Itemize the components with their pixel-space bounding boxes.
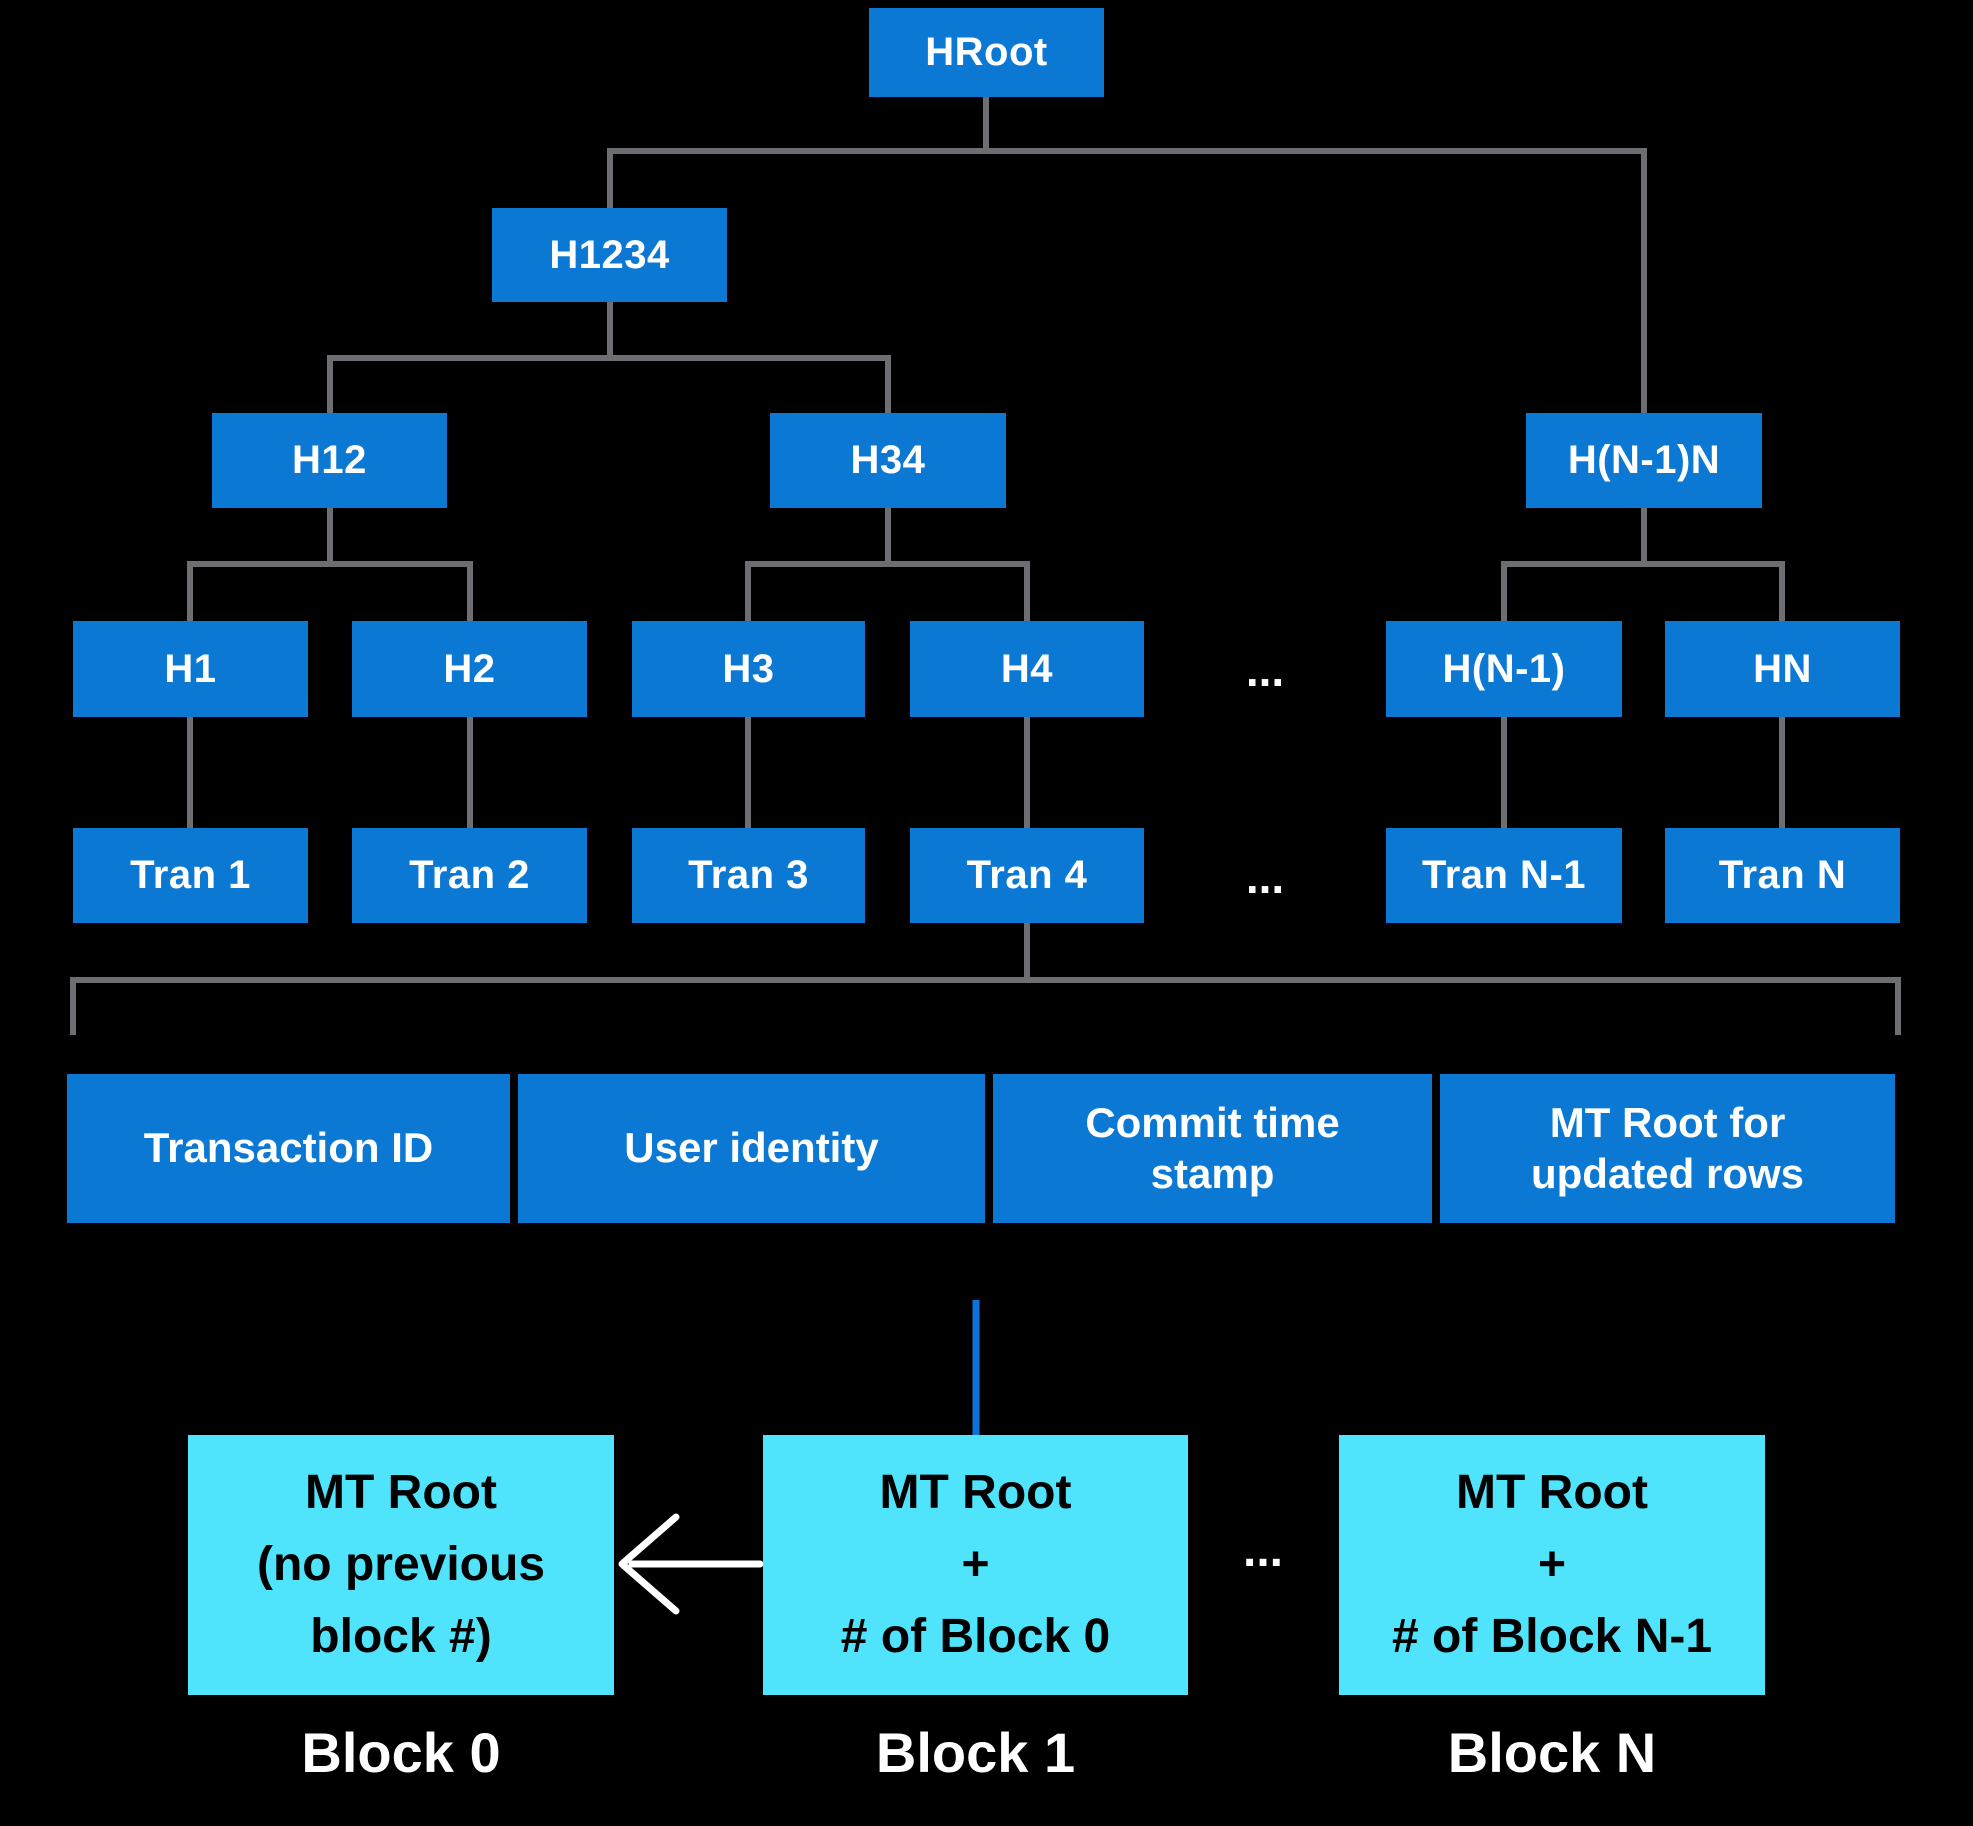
block-1-line: MT Root [879,1466,1072,1519]
block-1-line: # of Block 0 [840,1610,1111,1663]
connector-hash-to-tran [187,717,1785,828]
connector-h1234-children [327,302,891,413]
detail-cell-line: updated rows [1530,1149,1805,1197]
node-tran3: Tran 3 [632,828,865,923]
detail-cell-line: User identity [624,1124,879,1172]
node-h4: H4 [910,621,1144,717]
node-tran4: Tran 4 [910,828,1144,923]
connector-h12-children [187,508,473,621]
connector-h34-children [745,508,1030,621]
block-n-caption: Block N [1447,1721,1657,1784]
detail-cell-line: Transaction ID [143,1124,434,1172]
detail-cell-mt-root-updated-rows: MT Root for updated rows [1440,1074,1895,1223]
block-n-line: MT Root [1456,1466,1648,1519]
hash-row-ellipsis: ... [1245,644,1285,696]
node-trann1: Tran N-1 [1386,828,1622,923]
block-1-caption: Block 1 [875,1721,1076,1784]
node-hn: HN [1665,621,1900,717]
block-0-box: MT Root (no previous block #) [188,1435,614,1695]
prev-block-arrow [618,1513,764,1615]
block-n-line: + [1537,1538,1567,1591]
node-h12: H12 [212,413,447,508]
node-h34: H34 [770,413,1006,508]
block-n-box: MT Root + # of Block N-1 [1339,1435,1765,1695]
tran-row-ellipsis: ... [1245,851,1285,903]
detail-cell-user-identity: User identity [518,1074,985,1223]
detail-cell-commit-time-stamp: Commit time stamp [993,1074,1432,1223]
node-hn1: H(N-1) [1386,621,1622,717]
detail-cell-line: Commit time [1085,1099,1340,1147]
block-n-line: # of Block N-1 [1391,1610,1713,1663]
detail-cell-transaction-id: Transaction ID [67,1074,510,1223]
detail-cell-line: MT Root for [1549,1099,1786,1147]
connector-tran4-detail-bracket [70,923,1901,1035]
connector-hroot-children [607,97,1647,413]
node-tran2: Tran 2 [352,828,587,923]
node-hn1n: H(N-1)N [1526,413,1762,508]
node-tran1: Tran 1 [73,828,308,923]
node-h1: H1 [73,621,308,717]
block-1-box: MT Root + # of Block 0 [763,1435,1188,1695]
detail-cell-line: stamp [1150,1149,1275,1197]
block-0-line: block #) [310,1610,492,1663]
blocks-ellipsis: ... [1242,1523,1283,1577]
node-h1234: H1234 [492,208,727,302]
block-0-line: MT Root [305,1466,497,1519]
connector-hn1n-children [1501,508,1785,621]
node-h3: H3 [632,621,865,717]
block-0-line: (no previous [256,1538,546,1591]
block-1-line: + [961,1538,990,1591]
node-hroot: HRoot [869,8,1104,97]
node-h2: H2 [352,621,587,717]
node-trann: Tran N [1665,828,1900,923]
block-0-caption: Block 0 [301,1721,501,1784]
